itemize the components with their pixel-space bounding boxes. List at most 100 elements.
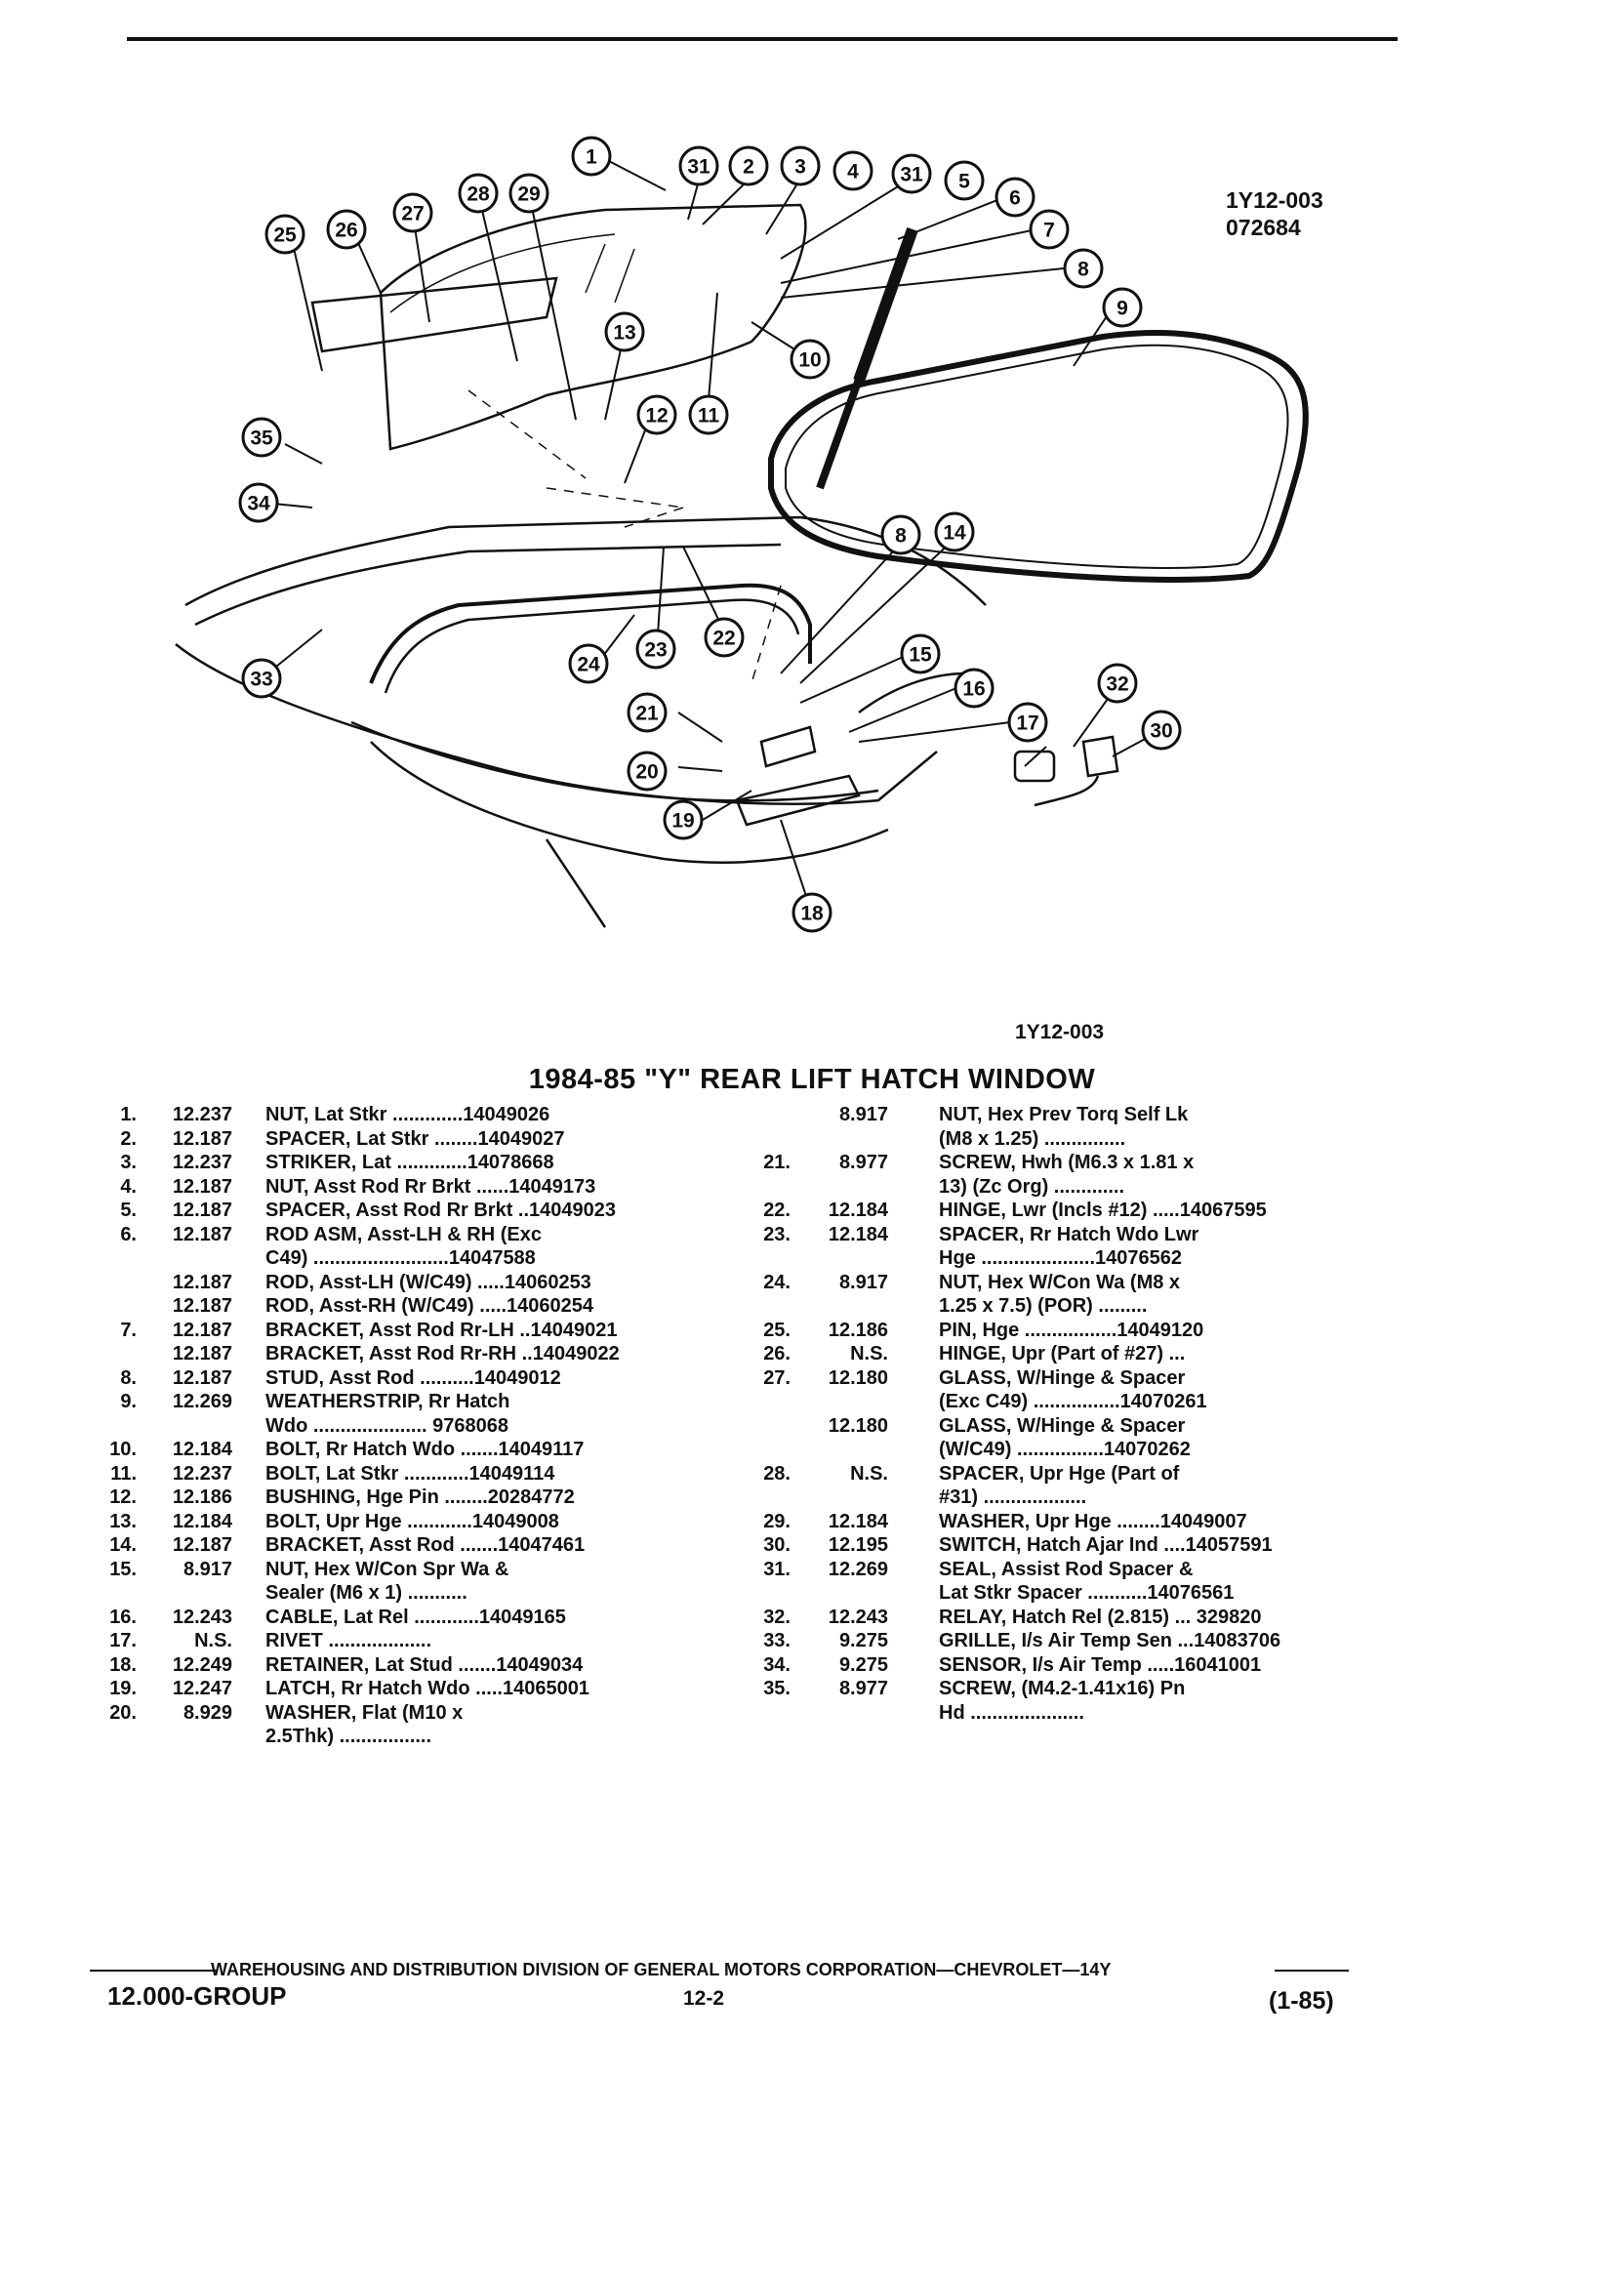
group-number: 12.184 [828, 1200, 888, 1221]
callout-8: 8 [1063, 248, 1104, 289]
item-number: 10. [109, 1439, 137, 1460]
parts-list-row: 28.N.S.SPACER, Upr Hge (Part of [751, 1462, 1396, 1486]
callout-6: 6 [995, 177, 1035, 218]
svg-text:32: 32 [1106, 673, 1128, 696]
svg-text:8: 8 [895, 525, 907, 548]
group-number: 12.195 [828, 1534, 888, 1556]
part-description: PIN, Hge .................14049120 [939, 1319, 1204, 1341]
group-number: 12.184 [828, 1223, 888, 1245]
part-description: WASHER, Upr Hge ........14049007 [939, 1510, 1247, 1532]
callout-35: 35 [241, 417, 282, 458]
callout-18: 18 [792, 892, 832, 933]
group-number: 8.977 [838, 1152, 888, 1173]
page-title: 1984-85 "Y" REAR LIFT HATCH WINDOW [528, 1064, 1096, 1095]
part-description: (W/C49) ................14070262 [939, 1439, 1191, 1460]
part-description: BUSHING, Hge Pin ........20284772 [265, 1486, 575, 1508]
svg-text:33: 33 [250, 669, 272, 691]
item-number: 4. [120, 1175, 137, 1198]
svg-text:17: 17 [1016, 712, 1038, 735]
part-description: BOLT, Upr Hge ............14049008 [265, 1510, 559, 1532]
item-number: 11. [110, 1462, 137, 1485]
svg-text:27: 27 [401, 203, 424, 225]
part-description: 13) (Zc Org) ............. [939, 1175, 1125, 1198]
svg-text:16: 16 [962, 678, 985, 701]
part-description: BOLT, Lat Stkr ............14049114 [265, 1462, 555, 1485]
group-number: 12.184 [828, 1510, 888, 1532]
item-number: 16. [109, 1606, 137, 1628]
callout-34: 34 [238, 482, 279, 523]
group-number: N.S. [850, 1462, 888, 1485]
figure-id-caption: 1Y12-003 [1015, 1021, 1105, 1043]
part-description: SCREW, (M4.2-1.41x16) Pn [939, 1678, 1186, 1699]
group-number: 12.187 [172, 1175, 232, 1198]
footer-group: 12.000-GROUP [107, 1981, 287, 2011]
callout-12: 12 [636, 394, 677, 435]
top-rule [127, 37, 1398, 41]
callout-11: 11 [688, 394, 729, 435]
item-number: 23. [763, 1223, 791, 1245]
parts-list-row: 17.N.S.RIVET ................... [98, 1629, 732, 1653]
callout-30: 30 [1141, 710, 1182, 751]
part-description: Lat Stkr Spacer ...........14076561 [939, 1582, 1235, 1604]
group-number: 12.247 [172, 1678, 232, 1699]
parts-list-row: Lat Stkr Spacer ...........14076561 [751, 1581, 1396, 1606]
item-number: 30. [763, 1534, 791, 1556]
svg-text:34: 34 [247, 493, 270, 515]
diagram-linework [175, 203, 1309, 928]
part-description: BOLT, Rr Hatch Wdo .......14049117 [265, 1439, 585, 1460]
group-number: 8.917 [183, 1558, 232, 1580]
item-number: 28. [763, 1462, 791, 1485]
part-description: ROD ASM, Asst-LH & RH (Exc [265, 1223, 542, 1245]
part-description: HINGE, Upr (Part of #27) ... [939, 1343, 1186, 1364]
svg-text:9: 9 [1116, 298, 1128, 320]
callout-10: 10 [790, 339, 831, 380]
svg-text:29: 29 [517, 183, 540, 206]
svg-text:26: 26 [335, 220, 357, 242]
svg-text:30: 30 [1150, 720, 1172, 743]
svg-text:19: 19 [671, 810, 694, 833]
svg-text:23: 23 [644, 639, 667, 662]
part-description: SPACER, Lat Stkr ........14049027 [265, 1127, 565, 1150]
item-number: 17. [109, 1630, 137, 1651]
item-number: 13. [109, 1510, 137, 1532]
svg-text:24: 24 [577, 654, 600, 676]
part-description: SPACER, Rr Hatch Wdo Lwr [939, 1223, 1199, 1245]
group-number: 12.187 [172, 1319, 232, 1341]
part-description: Hd ..................... [939, 1701, 1084, 1724]
group-number: N.S. [850, 1343, 888, 1364]
callout-32: 32 [1097, 663, 1138, 704]
group-number: N.S. [194, 1630, 232, 1651]
part-description: BRACKET, Asst Rod Rr-LH ..14049021 [265, 1319, 618, 1341]
item-number: 15. [109, 1558, 137, 1580]
part-description: NUT, Hex W/Con Wa (M8 x [939, 1271, 1181, 1293]
item-number: 3. [120, 1152, 137, 1173]
parts-list-row: (M8 x 1.25) ............... [751, 1127, 1396, 1152]
item-number: 7. [120, 1319, 137, 1341]
part-description: SCREW, Hwh (M6.3 x 1.81 x [939, 1152, 1195, 1173]
svg-text:14: 14 [943, 522, 966, 545]
item-number: 8. [120, 1366, 137, 1389]
part-description: SEAL, Assist Rod Spacer & [939, 1558, 1194, 1580]
part-description: Sealer (M6 x 1) ........... [265, 1582, 467, 1604]
part-description: HINGE, Lwr (Incls #12) .....14067595 [939, 1200, 1267, 1221]
callout-13: 13 [604, 311, 645, 352]
callout-31: 31 [678, 145, 719, 186]
